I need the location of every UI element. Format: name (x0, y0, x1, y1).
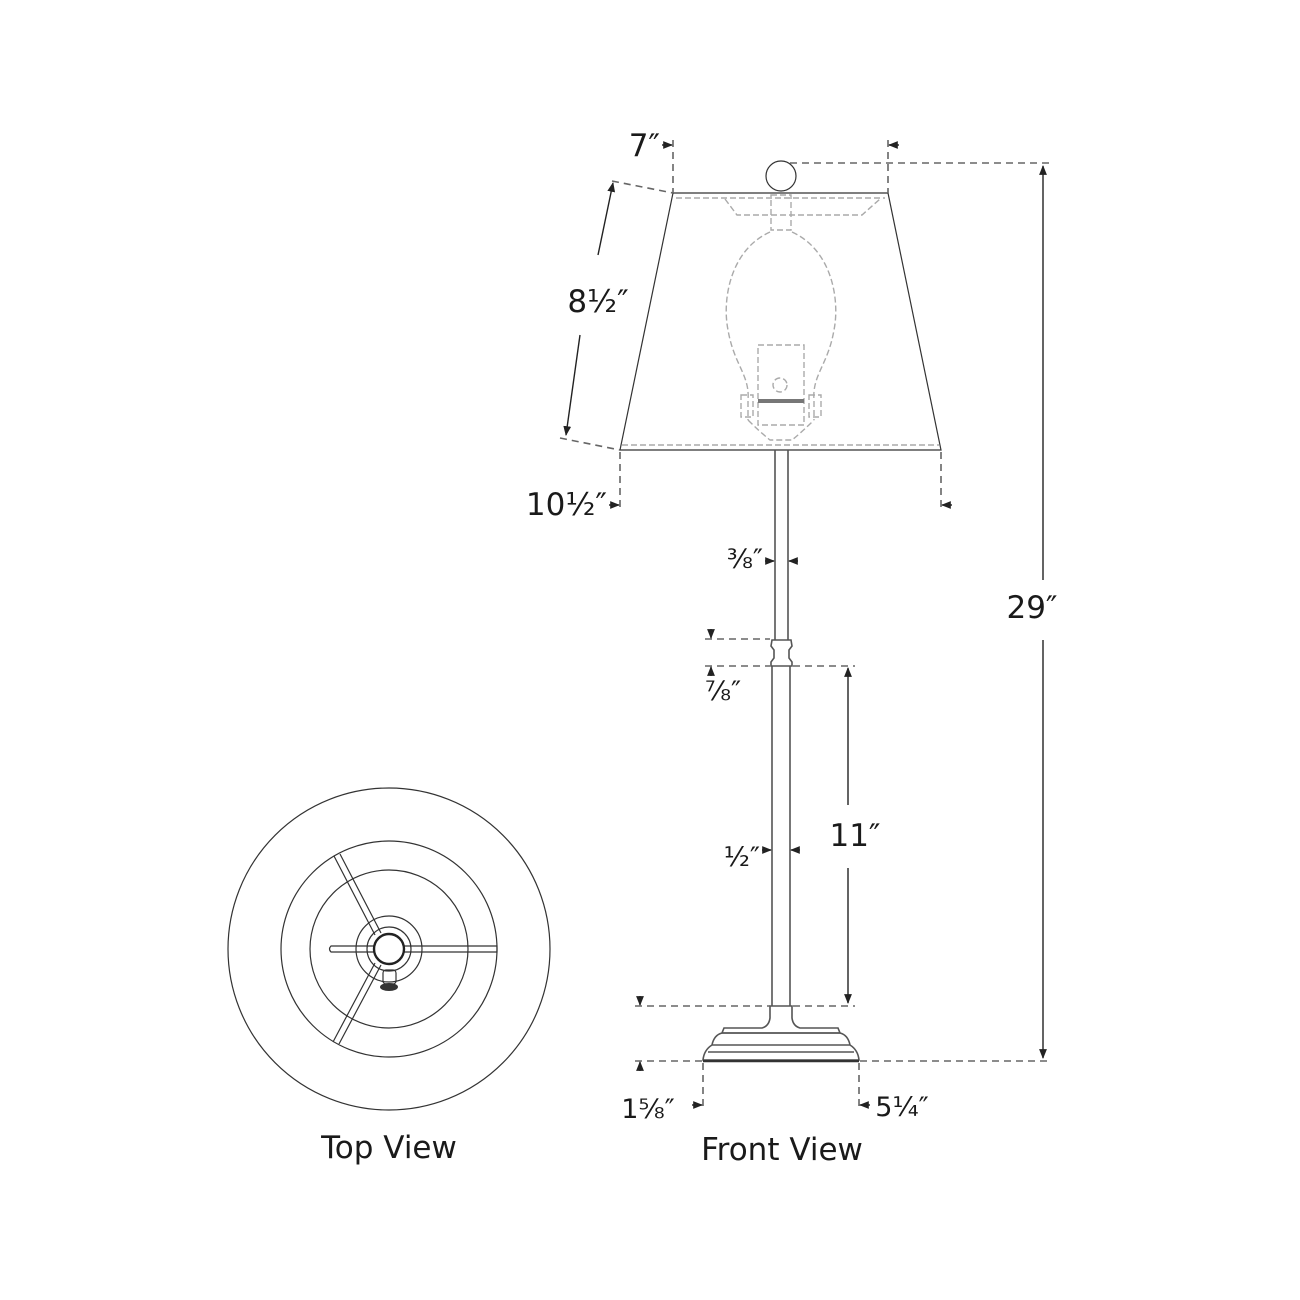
dimension-annotations: 7″ 8½″ 10½″ ⅜″ ⅞″ (526, 128, 1058, 1125)
dim-label-shade-height: 8½″ (567, 284, 628, 320)
shade-inner-rim (622, 197, 939, 446)
dim-label-lower-stem-height: 11″ (829, 818, 880, 854)
harp-base (747, 419, 815, 441)
top-view-finial-hub (372, 932, 406, 966)
top-view-spider-arms (328, 853, 498, 1045)
top-view-fitter-ring (355, 915, 423, 983)
lamp-socket (757, 344, 805, 426)
dim-lower-stem-height: 11″ (635, 667, 881, 1007)
shade-fitter-plate (724, 198, 881, 216)
dim-shade-bottom-width: 10½″ (526, 452, 952, 523)
harp-right (791, 231, 837, 420)
dim-base-width: 5¼″ (692, 1063, 929, 1123)
upper-stem (774, 450, 789, 640)
front-view-label: Front View (701, 1132, 863, 1168)
top-view-label: Top View (320, 1130, 457, 1166)
lower-stem (771, 666, 791, 1006)
dim-label-upper-stem: ⅜″ (727, 544, 763, 575)
harp-saddle-right (808, 394, 822, 418)
top-view-base-circle (309, 869, 469, 1029)
dim-label-shade-bottom: 10½″ (526, 487, 607, 523)
dim-label-lower-stem-width: ½″ (724, 842, 760, 873)
dim-label-overall-height: 29″ (1006, 590, 1057, 626)
top-view-outer-shade-circle (227, 787, 551, 1111)
base-neck (720, 1005, 842, 1034)
top-view-socket-switch-icon (380, 969, 398, 991)
top-view-fitter-inner-ring (366, 926, 412, 972)
dim-base-height: 1⅝″ (621, 1060, 702, 1125)
dim-label-collar: ⅞″ (705, 676, 741, 707)
finial-ball (765, 160, 797, 192)
dim-shade-height: 8½″ (559, 180, 674, 451)
lamp-base (702, 1032, 860, 1061)
harp-left (725, 231, 771, 420)
dim-overall-height: 29″ (790, 162, 1058, 1062)
dim-label-base-width: 5¼″ (875, 1092, 928, 1123)
lamp-shade (619, 192, 942, 451)
dim-collar-height: ⅞″ (705, 629, 855, 707)
finial-neck (770, 194, 792, 231)
stem-collar (770, 639, 793, 667)
harp-saddle-left (740, 394, 754, 418)
socket-switch-icon (772, 377, 788, 393)
front-view: Front View (619, 160, 942, 1168)
dim-lower-stem-width: ½″ (724, 842, 800, 873)
dim-label-base-height: 1⅝″ (621, 1094, 674, 1125)
dim-upper-stem-width: ⅜″ (727, 544, 798, 575)
top-view: Top View (227, 787, 551, 1166)
dim-label-shade-top: 7″ (629, 128, 660, 164)
dim-shade-top-width: 7″ (629, 128, 899, 193)
